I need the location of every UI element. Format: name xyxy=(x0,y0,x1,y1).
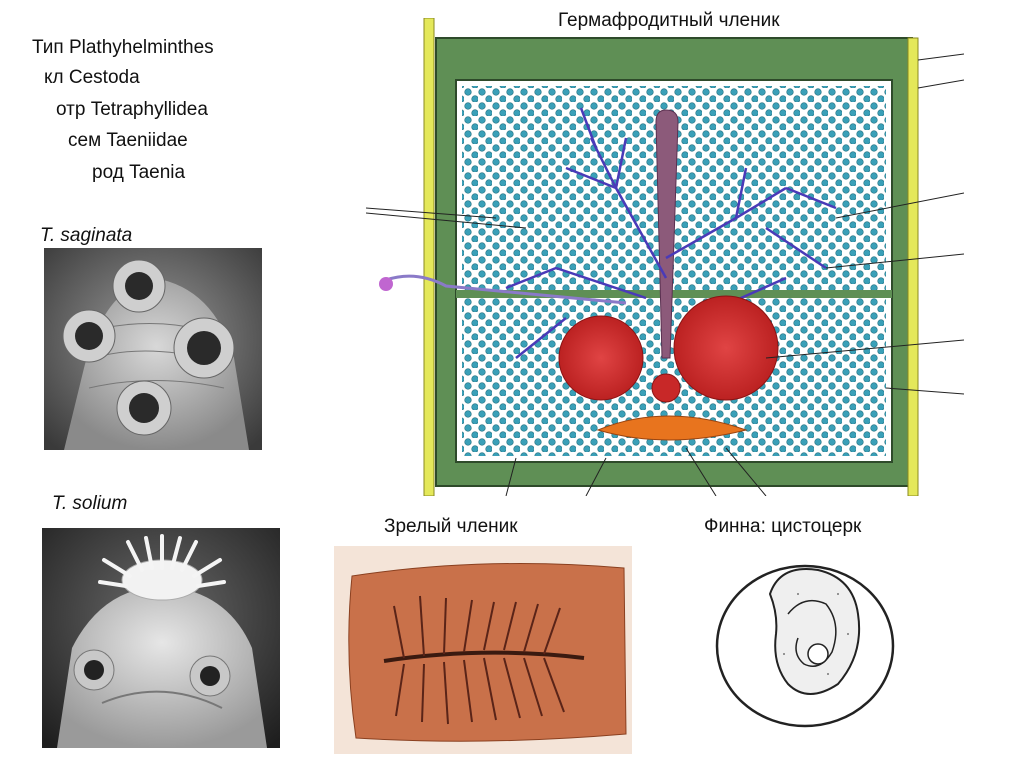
taxon-order: отр Tetraphyllidea xyxy=(56,98,208,122)
cysticercus-image xyxy=(708,554,902,734)
species-solium-label: T. solium xyxy=(52,492,127,516)
solium-scolex-image xyxy=(42,528,280,748)
mature-segment-title: Зрелый членик xyxy=(384,516,518,538)
taxon-genus: род Taenia xyxy=(92,161,185,185)
taxon-phylum: Тип Plathyhelminthes xyxy=(32,36,214,60)
hermaphrodite-segment-diagram xyxy=(366,18,964,496)
species-saginata-label: T. saginata xyxy=(40,224,132,248)
taxon-class: кл Cestoda xyxy=(44,66,140,90)
saginata-scolex-image xyxy=(44,248,262,450)
taxon-family: сем Taeniidae xyxy=(68,129,188,153)
finna-title: Финна: цистоцерк xyxy=(704,516,861,538)
mature-segment-image xyxy=(334,546,632,754)
